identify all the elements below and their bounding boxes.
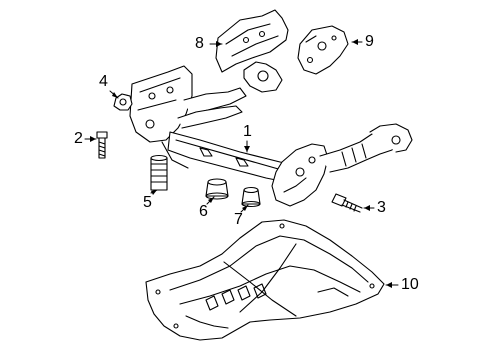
bushing-part-6: [205, 178, 229, 200]
bracket-part-9: [297, 25, 349, 75]
underbody-shield-part-10: [145, 219, 385, 341]
callout-7: 7: [234, 211, 243, 228]
callout-6: 6: [199, 203, 208, 220]
bolt-part-2: [96, 131, 108, 159]
bushing-part-7: [241, 186, 261, 208]
callout-4: 4: [99, 73, 108, 90]
callout-3: 3: [377, 199, 386, 216]
callout-2: 2: [74, 130, 83, 147]
subframe-part-1: [129, 65, 413, 207]
bracket-part-8: [215, 9, 289, 93]
callout-10: 10: [401, 276, 419, 293]
callout-9: 9: [365, 33, 374, 50]
callout-5: 5: [143, 194, 152, 211]
callout-1: 1: [243, 123, 252, 140]
sleeve-part-5: [150, 154, 168, 191]
leader-arrowheads: [90, 39, 392, 288]
callout-8: 8: [195, 35, 204, 52]
bolt-part-3: [331, 193, 363, 213]
